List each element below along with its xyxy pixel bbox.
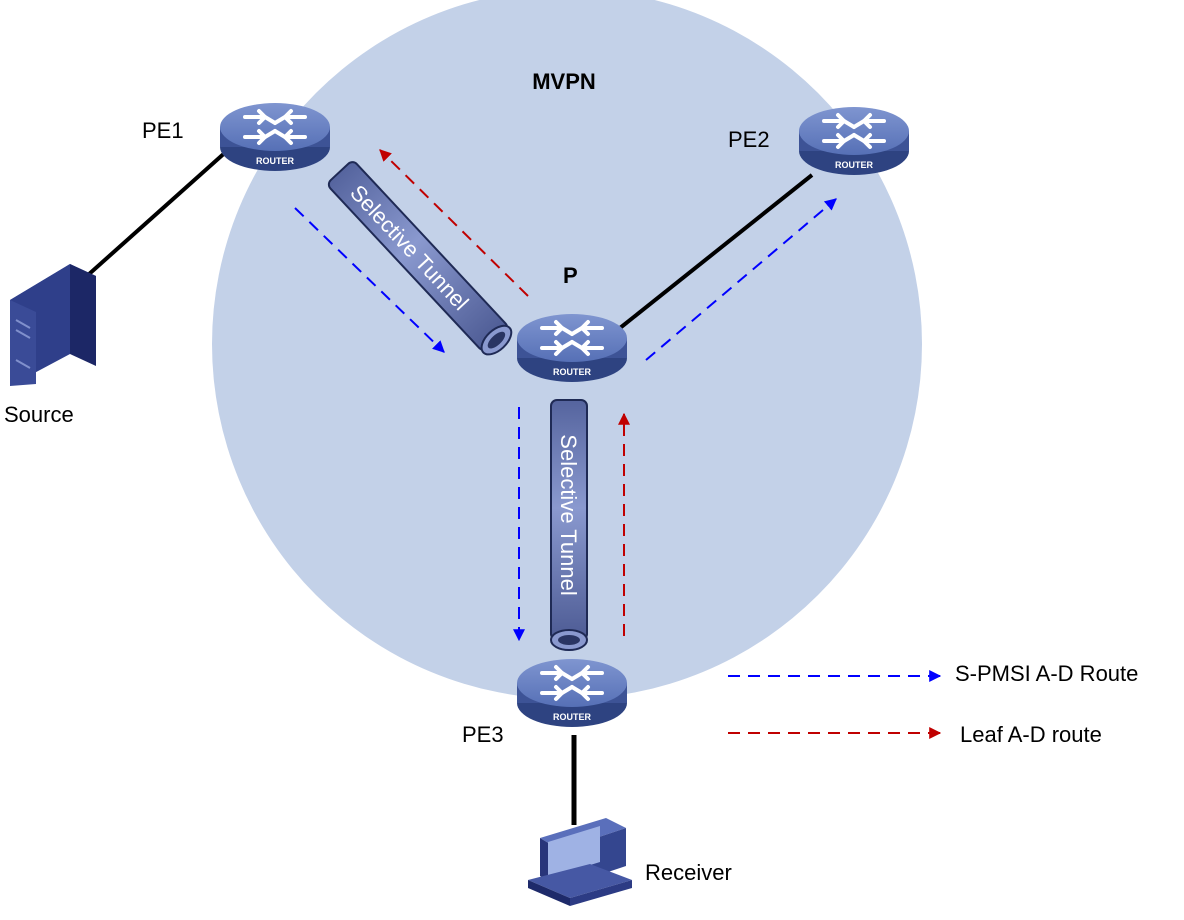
pe3-label: PE3 [462, 722, 504, 747]
legend: S-PMSI A-D Route Leaf A-D route [728, 661, 1138, 747]
router-pe3-device-text: ROUTER [553, 712, 592, 722]
router-pe1[interactable]: ROUTER [218, 101, 332, 173]
leaf-route-p-to-pe1 [379, 149, 529, 297]
pe1-label: PE1 [142, 118, 184, 143]
legend-leaf-label: Leaf A-D route [960, 722, 1102, 747]
link-p-pe2 [618, 173, 814, 330]
p-label: P [563, 263, 578, 288]
source-label: Source [4, 402, 74, 427]
router-p-device-text: ROUTER [553, 367, 592, 377]
s-pmsi-route-pe1-to-p [294, 207, 445, 353]
link-pe1-source [86, 148, 230, 277]
legend-item-leaf: Leaf A-D route [728, 722, 1102, 747]
mvpn-title: MVPN [532, 69, 596, 94]
pe2-label: PE2 [728, 127, 770, 152]
s-pmsi-route-p-to-pe2 [645, 198, 837, 361]
router-p[interactable]: ROUTER [515, 312, 629, 384]
legend-s-pmsi-label: S-PMSI A-D Route [955, 661, 1138, 686]
legend-item-s-pmsi: S-PMSI A-D Route [728, 661, 1138, 686]
receiver-label: Receiver [645, 860, 732, 885]
router-pe1-device-text: ROUTER [256, 156, 295, 166]
receiver-pc-icon[interactable] [528, 818, 632, 906]
router-pe2[interactable]: ROUTER [797, 105, 911, 177]
tunnel-2-label: Selective Tunnel [556, 434, 581, 595]
selective-tunnel-2: Selective Tunnel [550, 399, 588, 651]
router-pe3[interactable]: ROUTER [515, 657, 629, 729]
router-pe2-device-text: ROUTER [835, 160, 874, 170]
source-server-icon[interactable] [10, 264, 96, 386]
